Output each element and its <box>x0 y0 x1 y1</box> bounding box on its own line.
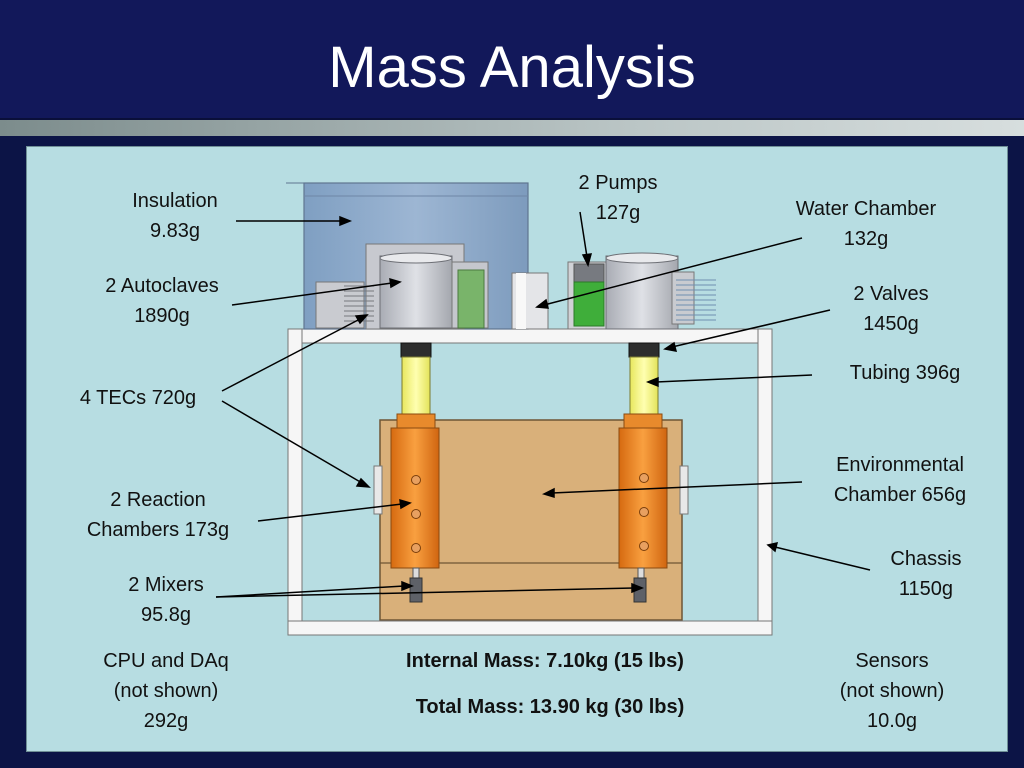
environmental-chamber-mass: Chamber 656g <box>833 484 967 506</box>
right-pump-assembly <box>567 252 716 330</box>
reaction-chambers-mass: Chambers 173g <box>86 519 230 541</box>
sensors-line2: (not shown) <box>839 680 945 702</box>
label-environmental-chamber: Environmental Chamber 656g <box>806 450 994 510</box>
leader-lines <box>215 211 871 598</box>
sensors-line1: Sensors <box>855 650 929 672</box>
arrowhead-reaction <box>399 498 412 510</box>
arrowhead-insulation <box>339 215 353 227</box>
leader-reaction <box>257 503 403 522</box>
arrowhead-environmental <box>541 487 555 499</box>
leader-environmental <box>551 481 803 494</box>
label-cpu: CPU and DAq (not shown) 292g <box>76 646 256 736</box>
mixers-name: 2 Mixers <box>128 574 204 596</box>
arrowhead-tecs-lower <box>355 477 371 488</box>
reaction-chambers <box>390 413 668 569</box>
water-chamber-name: Water Chamber <box>795 198 937 220</box>
leader-tecs-upper <box>221 318 361 392</box>
leader-tubing <box>655 374 813 383</box>
label-reaction-chambers: 2 Reaction Chambers 173g <box>58 485 258 545</box>
arrowhead-tecs-upper <box>354 314 369 325</box>
leader-autoclaves <box>231 282 393 306</box>
arrowhead-valves <box>663 341 678 352</box>
arrowhead-autoclaves <box>389 277 402 289</box>
leader-tecs-lower <box>221 400 363 484</box>
insulation-name: Insulation <box>132 190 218 212</box>
chassis-mass: 1150g <box>898 578 954 600</box>
valves <box>400 342 660 358</box>
leader-valves <box>671 309 831 348</box>
mixers-mass: 95.8g <box>140 604 192 626</box>
autoclaves-name: 2 Autoclaves <box>105 275 219 297</box>
leader-chassis <box>774 546 871 571</box>
tubing-text: Tubing 396g <box>849 362 961 384</box>
arrowhead-chassis <box>766 542 779 553</box>
sensors-mass: 10.0g <box>866 710 918 732</box>
label-tecs: 4 TECs 720g <box>58 383 218 413</box>
pumps-mass: 127g <box>595 202 641 224</box>
arrowhead-mixer-left <box>401 580 415 592</box>
arrowhead-mixer-right <box>631 582 645 594</box>
label-valves: 2 Valves 1450g <box>826 279 956 339</box>
leader-pumps <box>579 211 588 258</box>
tubing <box>401 356 659 416</box>
pumps-name: 2 Pumps <box>578 172 658 194</box>
label-sensors: Sensors (not shown) 10.0g <box>812 646 972 736</box>
reaction-chambers-name: 2 Reaction <box>110 489 206 511</box>
arrowhead-tubing <box>645 376 659 388</box>
label-pumps: 2 Pumps 127g <box>548 168 688 228</box>
label-chassis: Chassis 1150g <box>862 544 990 604</box>
insulation-mass: 9.83g <box>149 220 201 242</box>
label-insulation: Insulation 9.83g <box>110 186 240 246</box>
water-chamber-mass: 132g <box>843 228 889 250</box>
title-bar <box>0 0 1024 120</box>
label-mixers: 2 Mixers 95.8g <box>100 570 232 630</box>
arrowhead-pumps <box>581 253 593 268</box>
autoclaves-mass: 1890g <box>134 305 190 327</box>
arrowhead-water-chamber <box>535 298 549 309</box>
internal-mass-total: Internal Mass: 7.10kg (15 lbs) <box>406 650 684 672</box>
water-chamber <box>511 272 549 330</box>
cpu-line1: CPU and DAq <box>103 650 229 672</box>
chassis-name: Chassis <box>890 548 962 570</box>
leader-mixer-right <box>215 587 635 598</box>
leader-water-chamber <box>543 237 803 306</box>
slide-title: Mass Analysis <box>328 35 696 100</box>
leader-mixer-left <box>215 585 405 598</box>
label-tubing: Tubing 396g <box>826 358 984 388</box>
total-mass: Total Mass: 13.90 kg (30 lbs) <box>415 696 685 718</box>
cpu-mass: 292g <box>143 710 189 732</box>
chassis-frame <box>287 328 773 636</box>
tecs-text: 4 TECs 720g <box>79 387 197 409</box>
valves-name: 2 Valves <box>853 283 929 305</box>
title-stripe <box>0 120 1024 136</box>
cpu-line2: (not shown) <box>113 680 219 702</box>
label-water-chamber: Water Chamber 132g <box>766 194 966 254</box>
environmental-chamber-name: Environmental <box>836 454 964 476</box>
label-autoclaves: 2 Autoclaves 1890g <box>82 271 242 331</box>
left-autoclave <box>315 243 489 330</box>
valves-mass: 1450g <box>863 313 919 335</box>
